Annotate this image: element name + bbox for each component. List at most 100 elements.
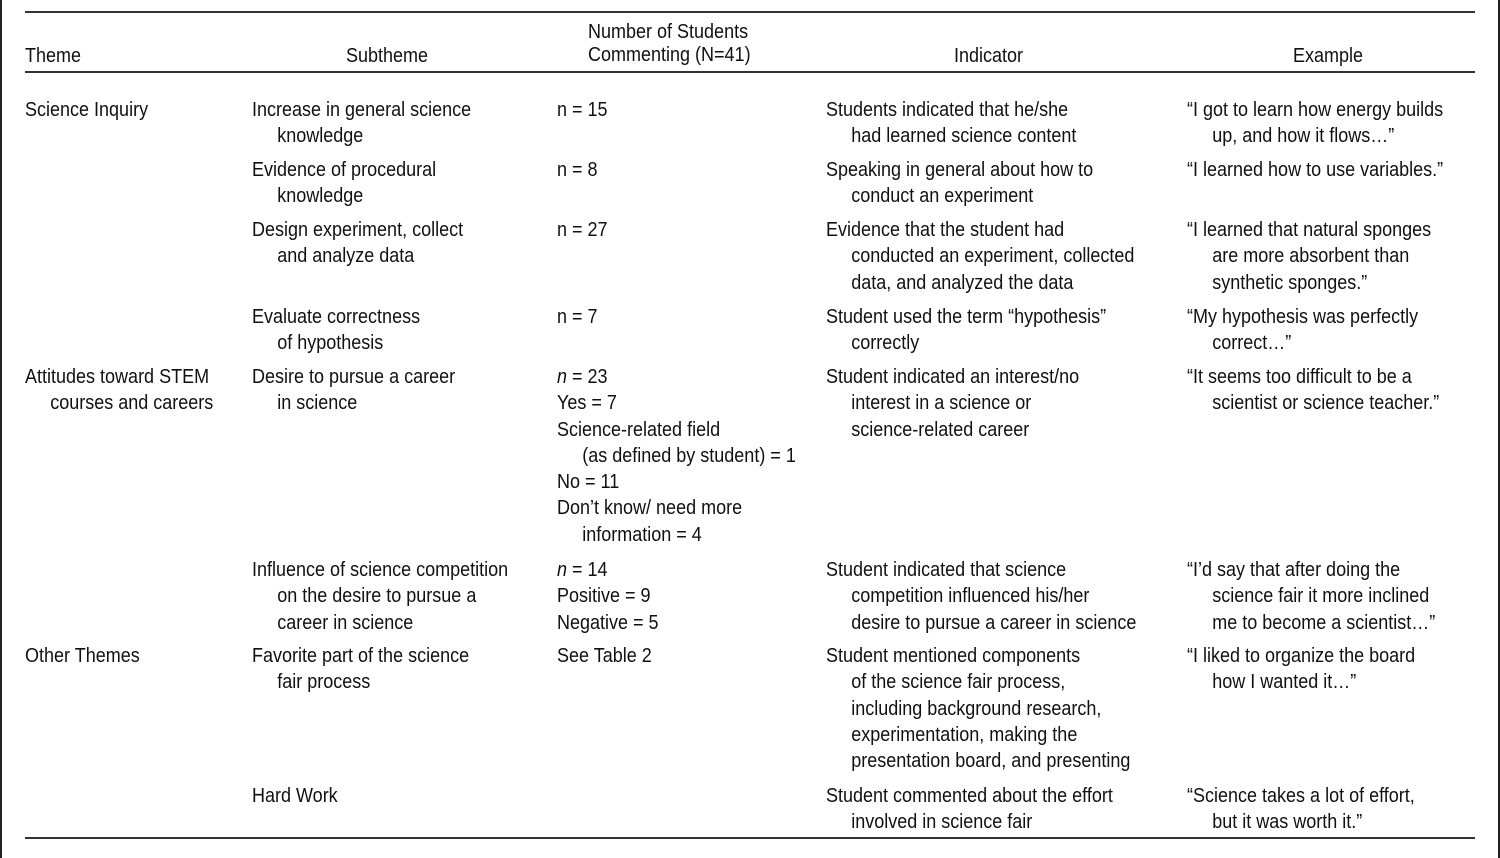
cell-text: n = 7: [557, 306, 598, 328]
cell-text: n = 23: [557, 364, 796, 390]
cell-text: “I liked to organize the board: [1187, 645, 1416, 667]
cell-text: conducted an experiment, collected: [851, 245, 1135, 268]
row-7-indicator: Student commented about the effort invol…: [826, 783, 1113, 836]
row-5-subtheme: Influence of science competition on the …: [252, 557, 508, 636]
cell-text: science-related career: [851, 418, 1030, 441]
table-bottom-rule: [25, 837, 1475, 839]
cell-text: Student used the term “hypothesis”: [826, 306, 1107, 328]
cell-text: Don’t know/ need more: [557, 497, 743, 520]
header-count-line2: Commenting (N=41): [588, 44, 751, 66]
header-theme: Theme: [25, 45, 82, 67]
header-example: Example: [1293, 45, 1364, 67]
cell-text: interest in a science or: [851, 392, 1032, 415]
cell-text: Other Themes: [25, 645, 140, 667]
cell-text: Desire to pursue a career: [252, 366, 456, 388]
row-4-indicator: Student indicated an interest/no interes…: [826, 364, 1079, 443]
cell-text: “Science takes a lot of effort,: [1187, 785, 1415, 807]
cell-text: n = 27: [557, 219, 608, 241]
cell-text: “I got to learn how energy builds: [1187, 99, 1444, 121]
cell-text: “It seems too difficult to be a: [1187, 366, 1412, 388]
cell-text: Science Inquiry: [25, 99, 149, 121]
cell-text: correct…”: [1212, 332, 1292, 355]
cell-text: fair process: [277, 671, 371, 694]
cell-text: correctly: [851, 332, 920, 355]
cell-text: = 23: [567, 366, 608, 388]
table-top-rule: [25, 11, 1475, 13]
cell-text: of hypothesis: [277, 332, 384, 355]
row-7-example: “Science takes a lot of effort, but it w…: [1187, 783, 1415, 836]
cell-text: career in science: [277, 611, 414, 634]
cell-text: Student mentioned components: [826, 645, 1081, 667]
row-5-example: “I’d say that after doing the science fa…: [1187, 557, 1435, 636]
cell-text: = 14: [567, 559, 608, 581]
row-4-theme: Attitudes toward STEM courses and career…: [25, 364, 213, 417]
header-indicator: Indicator: [954, 45, 1024, 67]
cell-text: Student commented about the effort: [826, 785, 1113, 807]
row-6-count: See Table 2: [557, 643, 652, 669]
cell-text: conduct an experiment: [851, 185, 1034, 208]
cell-text: Positive = 9: [557, 585, 651, 608]
row-7-subtheme: Hard Work: [252, 783, 338, 809]
cell-text: are more absorbent than: [1212, 245, 1410, 268]
row-3-count: n = 7: [557, 304, 598, 330]
row-6-indicator: Student mentioned components of the scie…: [826, 643, 1130, 774]
cell-text: involved in science fair: [851, 811, 1033, 834]
cell-text: Students indicated that he/she: [826, 99, 1069, 121]
row-4-subtheme: Desire to pursue a career in science: [252, 364, 455, 417]
cell-text: up, and how it flows…”: [1212, 125, 1395, 148]
row-1-count: n = 8: [557, 157, 598, 183]
cell-text: knowledge: [277, 125, 364, 148]
cell-text: Yes = 7: [557, 392, 617, 415]
row-1-example: “I learned how to use variables.”: [1187, 157, 1443, 183]
cell-text: Hard Work: [252, 785, 338, 807]
header-subtheme: Subtheme: [346, 45, 429, 67]
row-6-theme: Other Themes: [25, 643, 140, 669]
cell-text: competition influenced his/her: [851, 585, 1090, 608]
cell-text: information = 4: [582, 523, 702, 546]
cell-text: on the desire to pursue a: [277, 585, 477, 608]
cell-text: in science: [277, 392, 358, 415]
row-5-count: n = 14 Positive = 9 Negative = 5: [557, 557, 659, 636]
row-1-subtheme: Evidence of procedural knowledge: [252, 157, 436, 210]
cell-text: Increase in general science: [252, 99, 472, 121]
frame-left-border: [0, 0, 2, 858]
cell-text: synthetic sponges.”: [1212, 271, 1368, 294]
cell-text: n = 8: [557, 159, 598, 181]
cell-text: Student indicated that science: [826, 559, 1067, 581]
cell-text: “I learned how to use variables.”: [1187, 159, 1444, 181]
cell-text: Student indicated an interest/no: [826, 366, 1080, 388]
row-0-count: n = 15: [557, 97, 608, 123]
cell-text: Evidence of procedural: [252, 159, 437, 181]
row-2-example: “I learned that natural sponges are more…: [1187, 217, 1431, 296]
cell-text: courses and careers: [50, 392, 214, 415]
row-2-indicator: Evidence that the student had conducted …: [826, 217, 1134, 296]
cell-text: “I learned that natural sponges: [1187, 219, 1432, 241]
cell-text: data, and analyzed the data: [851, 271, 1074, 294]
cell-text: “My hypothesis was perfectly: [1187, 306, 1419, 328]
cell-text: desire to pursue a career in science: [851, 611, 1137, 634]
cell-text: Design experiment, collect: [252, 219, 464, 241]
cell-text: Evidence that the student had: [826, 219, 1065, 241]
cell-text: n = 15: [557, 99, 608, 121]
cell-text: how I wanted it…”: [1212, 671, 1357, 694]
row-5-indicator: Student indicated that science competiti…: [826, 557, 1136, 636]
row-2-subtheme: Design experiment, collect and analyze d…: [252, 217, 463, 270]
cell-text: Science-related field: [557, 418, 721, 441]
cell-text: experimentation, making the: [851, 723, 1078, 746]
header-count-line1: Number of Students: [588, 21, 749, 43]
cell-text: See Table 2: [557, 645, 652, 667]
cell-text: (as defined by student) = 1: [582, 444, 796, 467]
cell-text: but it was worth it.”: [1212, 811, 1363, 834]
cell-text: Attitudes toward STEM: [25, 366, 210, 388]
cell-text: Evaluate correctness: [252, 306, 421, 328]
cell-text: presentation board, and presenting: [851, 750, 1131, 773]
cell-text: and analyze data: [277, 245, 415, 268]
cell-text: science fair it more inclined: [1212, 585, 1430, 608]
table-header-rule: [25, 71, 1475, 73]
row-3-indicator: Student used the term “hypothesis” corre…: [826, 304, 1106, 357]
italic-n: n: [557, 559, 568, 581]
row-4-example: “It seems too difficult to be a scientis…: [1187, 364, 1439, 417]
cell-text: n = 14: [557, 557, 659, 583]
cell-text: me to become a scientist…”: [1212, 611, 1436, 634]
cell-text: Influence of science competition: [252, 559, 509, 581]
